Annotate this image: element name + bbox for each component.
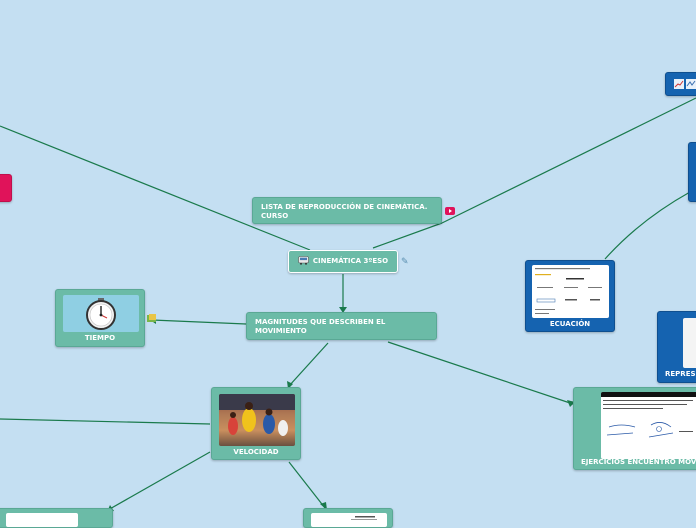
link-ecuacion-up [604,191,691,260]
tiempo-label: TIEMPO [84,334,116,342]
link-central-playlist [372,222,443,249]
bottom-center-image [311,513,387,527]
bottom-center-node[interactable] [303,508,393,528]
central-label: CINEMÁTICA 3ºESO [312,257,389,265]
ejercicios-node[interactable]: EJERCICIOS ENCUENTRO MOV [573,387,696,470]
pink-partial-node[interactable] [0,174,12,202]
link-central-left [0,125,311,251]
link-playlist-right [441,97,696,224]
link-icon[interactable]: ✎ [401,256,409,266]
central-node[interactable]: CINEMÁTICA 3ºESO [288,250,398,273]
magnitudes-label: MAGNITUDES QUE DESCRIBEN EL MOVIMIENTO [255,318,386,335]
playlist-node[interactable]: LISTA DE REPRODUCCIÓN DE CINEMÁTICA. CUR… [252,197,442,224]
tiempo-note-icon[interactable] [147,314,157,325]
link-velocidad-left [0,418,211,425]
representacion-node[interactable]: REPRES [657,311,696,383]
magnitudes-node[interactable]: MAGNITUDES QUE DESCRIBEN EL MOVIMIENTO [246,312,437,340]
chart-node[interactable] [665,72,696,96]
exercise-worksheet [601,392,696,459]
velocidad-label: VELOCIDAD [233,448,279,456]
link-magnitudes-velocidad [288,342,329,387]
youtube-icon[interactable] [445,207,455,217]
stopwatch-icon [63,295,139,332]
link-velocidad-bottomleft [107,451,211,511]
link-velocidad-bottom [288,461,326,509]
playlist-label: LISTA DE REPRODUCCIÓN DE CINEMÁTICA. CUR… [261,203,428,220]
chart-icons [674,79,696,91]
bottom-left-image [6,513,78,527]
equation-worksheet [532,265,609,318]
ecuacion-label: ECUACIÓN [549,320,591,328]
ejercicios-label: EJERCICIOS ENCUENTRO MOV [581,458,696,466]
tiempo-node[interactable]: TIEMPO [55,289,145,347]
velocidad-node[interactable]: VELOCIDAD [211,387,301,460]
representacion-label: REPRES [665,370,696,378]
arrowhead-magnitudes [339,307,347,313]
right-blue-node[interactable] [688,142,696,202]
bus-icon [298,256,309,267]
representacion-image [683,318,696,368]
link-magnitudes-ejercicios [387,341,574,405]
ecuacion-node[interactable]: ECUACIÓN [525,260,615,332]
link-magnitudes-tiempo [151,319,247,325]
bottom-left-node[interactable] [0,508,113,528]
sprinters-photo [219,394,295,446]
